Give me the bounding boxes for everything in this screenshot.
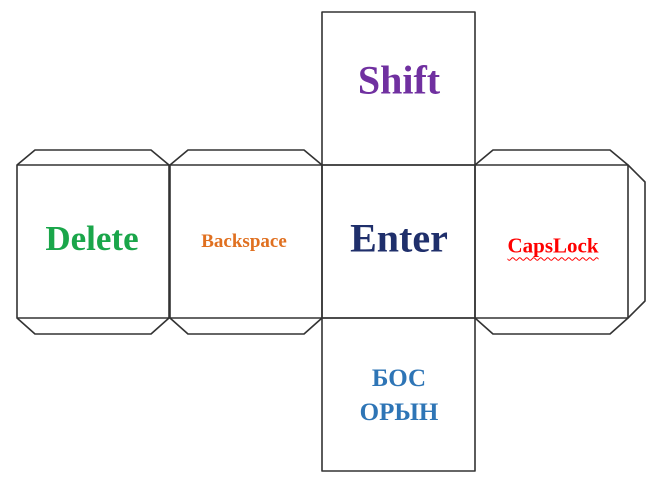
glue-flap-right-top bbox=[474, 149, 629, 166]
face-label-empty-line1: БОС bbox=[371, 365, 427, 392]
glue-flap-right-side bbox=[627, 164, 646, 319]
face-label-shift: Shift bbox=[357, 57, 441, 103]
face-label-backspace: Backspace bbox=[201, 231, 287, 252]
face-label-enter: Enter bbox=[350, 215, 448, 261]
glue-flap-center-left-top bbox=[169, 149, 323, 166]
glue-flap-right-bottom bbox=[474, 317, 629, 335]
face-label-capslock: CapsLock bbox=[507, 233, 599, 258]
face-label-empty-line2: ОРЫН bbox=[359, 399, 439, 426]
face-label-delete: Delete bbox=[45, 219, 139, 258]
glue-flap-left-bottom bbox=[16, 317, 170, 335]
cube-face-right bbox=[474, 164, 629, 319]
face-label-empty-space: БОС ОРЫН bbox=[360, 362, 439, 430]
cube-face-center-left bbox=[169, 164, 323, 319]
cube-face-left bbox=[16, 164, 170, 319]
glue-flap-center-left-bottom bbox=[169, 317, 323, 335]
glue-flap-left-top bbox=[16, 149, 170, 166]
